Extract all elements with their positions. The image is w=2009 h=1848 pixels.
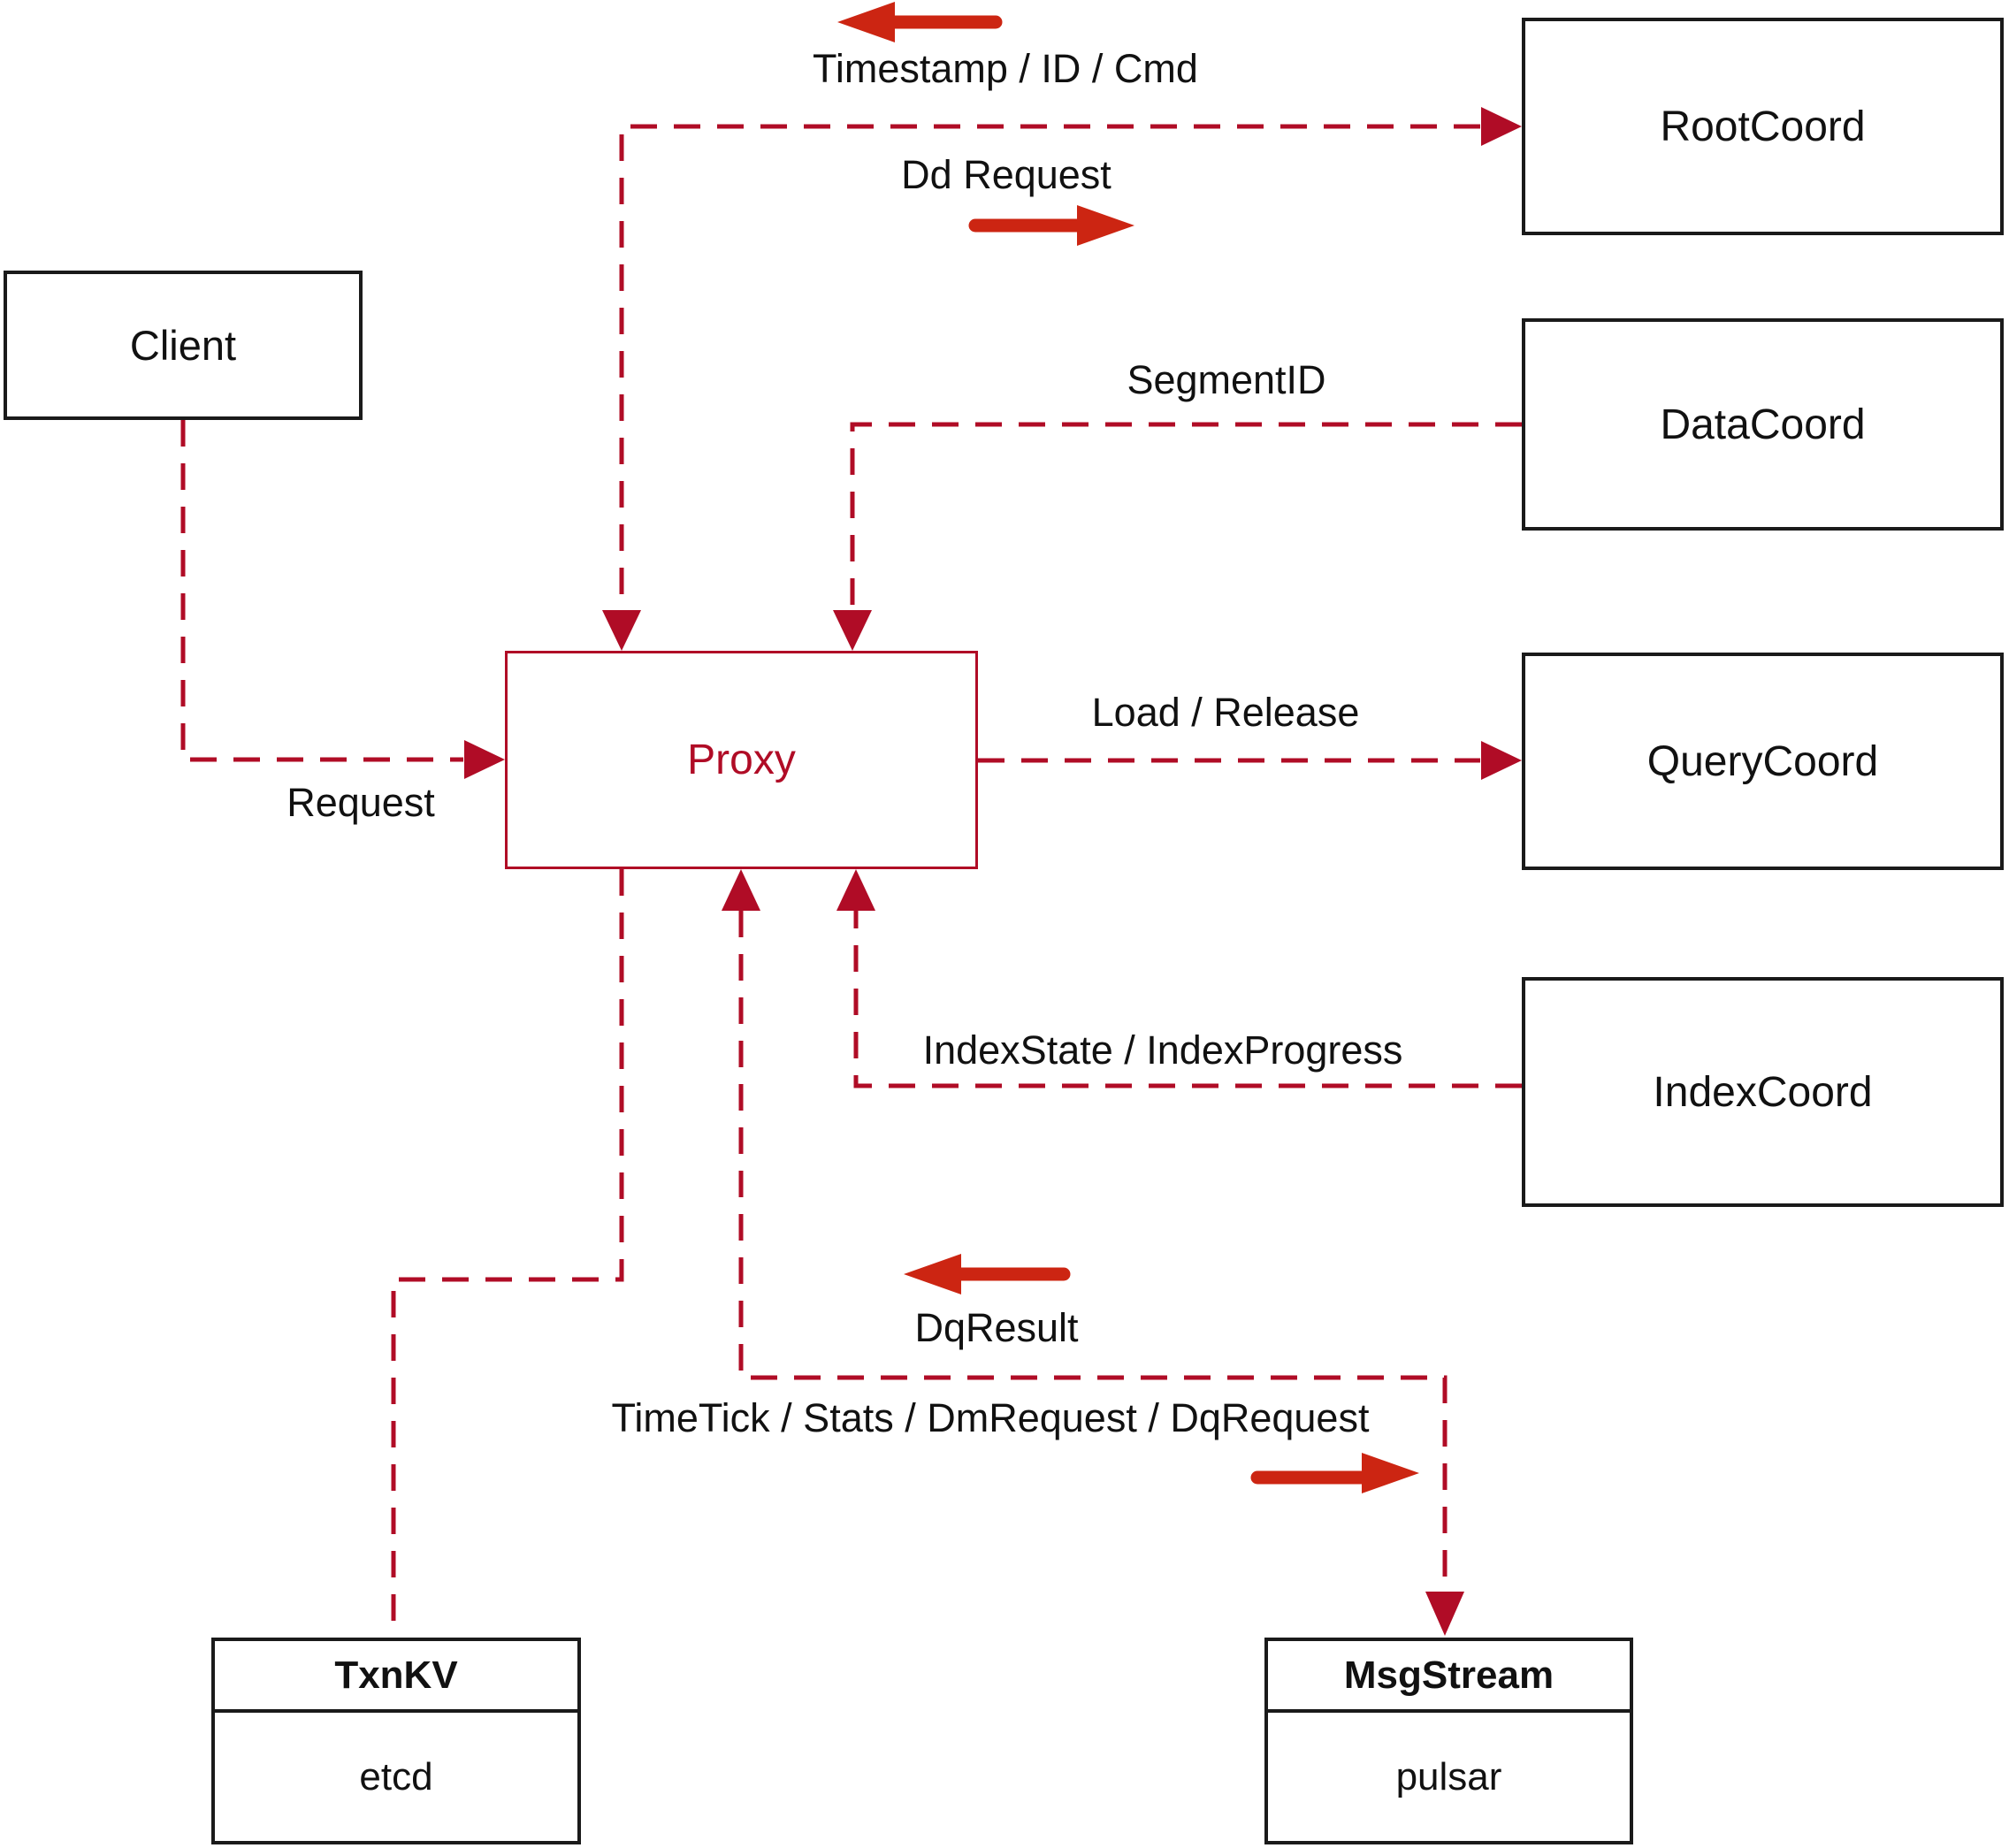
edge-label-dq-result: DqResult — [914, 1305, 1079, 1350]
node-datacoord: DataCoord — [1522, 318, 2004, 531]
edge-proxy-querycoord-arrowhead-right — [1481, 741, 1522, 780]
node-datacoord-label: DataCoord — [1660, 401, 1866, 448]
node-txnkv-title: TxnKV — [215, 1641, 577, 1713]
edge-label-load-release: Load / Release — [1091, 690, 1360, 735]
edge-datacoord-proxy-line — [850, 422, 1522, 610]
node-indexcoord-label: IndexCoord — [1653, 1068, 1873, 1116]
edge-proxy-rootcoord-arrowhead-right — [1481, 107, 1522, 146]
edge-label-segment-id: SegmentID — [1127, 357, 1326, 402]
node-indexcoord: IndexCoord — [1522, 977, 2004, 1207]
node-proxy: Proxy — [505, 651, 978, 869]
node-rootcoord: RootCoord — [1522, 18, 2004, 235]
node-querycoord-label: QueryCoord — [1646, 737, 1879, 785]
edge-label-timestamp-id-cmd: Timestamp / ID / Cmd — [813, 46, 1198, 91]
edge-proxy-rootcoord-line — [619, 124, 1480, 610]
edge-indexcoord-proxy-arrowhead-up — [836, 869, 875, 911]
node-rootcoord-label: RootCoord — [1660, 103, 1866, 150]
edge-rootcoord-proxy-arrowhead-down — [602, 610, 641, 651]
edge-datacoord-proxy-arrowhead-down — [833, 610, 872, 651]
edge-indexcoord-proxy-line — [853, 911, 1522, 1088]
arrow-timestamp-left-head — [837, 2, 895, 42]
node-msgstream-title: MsgStream — [1268, 1641, 1630, 1713]
node-client-label: Client — [129, 322, 237, 369]
edge-client-proxy-arrowhead-right — [464, 740, 505, 779]
node-proxy-label: Proxy — [687, 737, 796, 783]
node-txnkv-subtitle: etcd — [359, 1754, 433, 1798]
edge-proxy-msgstream-line — [738, 911, 1448, 1592]
node-client: Client — [4, 271, 363, 420]
edge-proxy-msgstream-arrowhead-down — [1425, 1592, 1464, 1636]
edge-client-proxy-line — [180, 420, 463, 762]
edge-msgstream-proxy-arrowhead-up — [722, 869, 760, 911]
edge-label-index-state: IndexState / IndexProgress — [922, 1027, 1403, 1073]
node-msgstream-subtitle: pulsar — [1395, 1754, 1502, 1798]
arrow-ddrequest-right-head — [1077, 205, 1134, 246]
node-txnkv: TxnKV etcd — [211, 1638, 581, 1844]
node-msgstream: MsgStream pulsar — [1264, 1638, 1633, 1844]
edge-label-request: Request — [286, 780, 435, 825]
edge-proxy-txnkv-line — [391, 869, 624, 1636]
edge-label-dd-request: Dd Request — [901, 152, 1111, 197]
arrow-dqresult-left-head — [904, 1254, 961, 1294]
arrow-timetick-right-head — [1362, 1453, 1419, 1493]
node-querycoord: QueryCoord — [1522, 653, 2004, 870]
edge-label-timetick-stats: TimeTick / Stats / DmRequest / DqRequest — [611, 1395, 1370, 1440]
